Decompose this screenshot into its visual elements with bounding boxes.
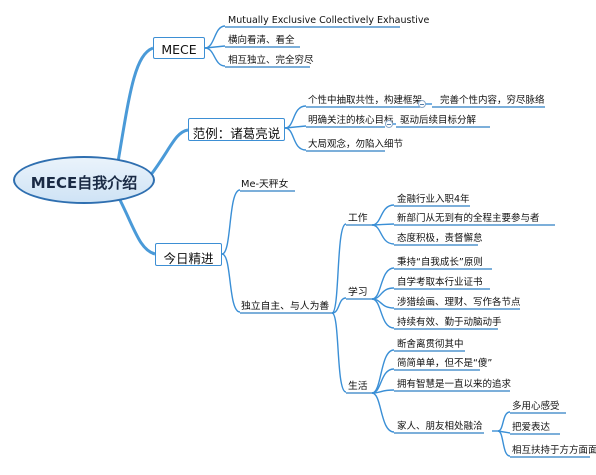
example-item[interactable]: 明确关注的核心目标 [308,115,394,126]
mece-item[interactable]: 横向看清、看全 [228,35,295,46]
example-subitem[interactable]: 驱动后续目标分解 [400,115,477,126]
work-node[interactable]: 工作 [348,213,368,224]
study-node[interactable]: 学习 [348,287,368,298]
example-node[interactable]: 范例：诸葛亮说 [188,118,285,141]
life-item[interactable]: 拥有智慧是一直以来的追求 [397,379,512,390]
today-label: 今日精进 [163,251,214,266]
life-item[interactable]: 简简单单，但不是“傻” [397,358,493,369]
example-subitem[interactable]: 完善个性内容，穷尽脉络 [440,95,545,106]
life-node[interactable]: 生活 [348,381,368,392]
mece-node[interactable]: MECE [153,37,205,59]
study-item[interactable]: 秉持“自我成长”原则 [397,257,483,268]
mece-label: MECE [161,42,197,57]
example-label: 范例：诸葛亮说 [192,126,281,141]
mece-item[interactable]: 相互独立、完全穷尽 [228,55,314,66]
work-item[interactable]: 态度积极，责督懈怠 [397,233,483,244]
collapse-toggle-icon[interactable] [385,120,393,128]
work-item[interactable]: 新部门从无到有的全程主要参与者 [397,213,540,224]
root-node[interactable]: MECE自我介绍 [13,156,155,204]
subtitle-node[interactable]: 独立自主、与人为善 [241,301,330,312]
study-item[interactable]: 自学考取本行业证书 [397,277,483,288]
study-item[interactable]: 持续有效、勤于动脑动手 [397,317,502,328]
family-node[interactable]: 家人、朋友相处融洽 [397,421,483,432]
family-item[interactable]: 把爱表达 [512,422,551,433]
example-item[interactable]: 大局观念，勿陷入细节 [308,139,404,150]
family-item[interactable]: 相互扶持于方方面面 [512,445,596,456]
work-item[interactable]: 金融行业入职4年 [397,194,470,205]
life-item[interactable]: 断舍离贯彻其中 [397,339,464,350]
mece-item[interactable]: Mutually Exclusive Collectively Exhausti… [228,15,430,26]
study-item[interactable]: 涉猎绘画、理财、写作各节点 [397,297,521,308]
root-label: MECE自我介绍 [30,174,138,192]
collapse-toggle-icon[interactable] [418,100,426,108]
family-item[interactable]: 多用心感受 [512,401,560,412]
me-node[interactable]: Me-天秤女 [241,179,289,190]
example-item[interactable]: 个性中抽取共性，构建框架 [308,95,423,106]
today-node[interactable]: 今日精进 [155,243,222,266]
